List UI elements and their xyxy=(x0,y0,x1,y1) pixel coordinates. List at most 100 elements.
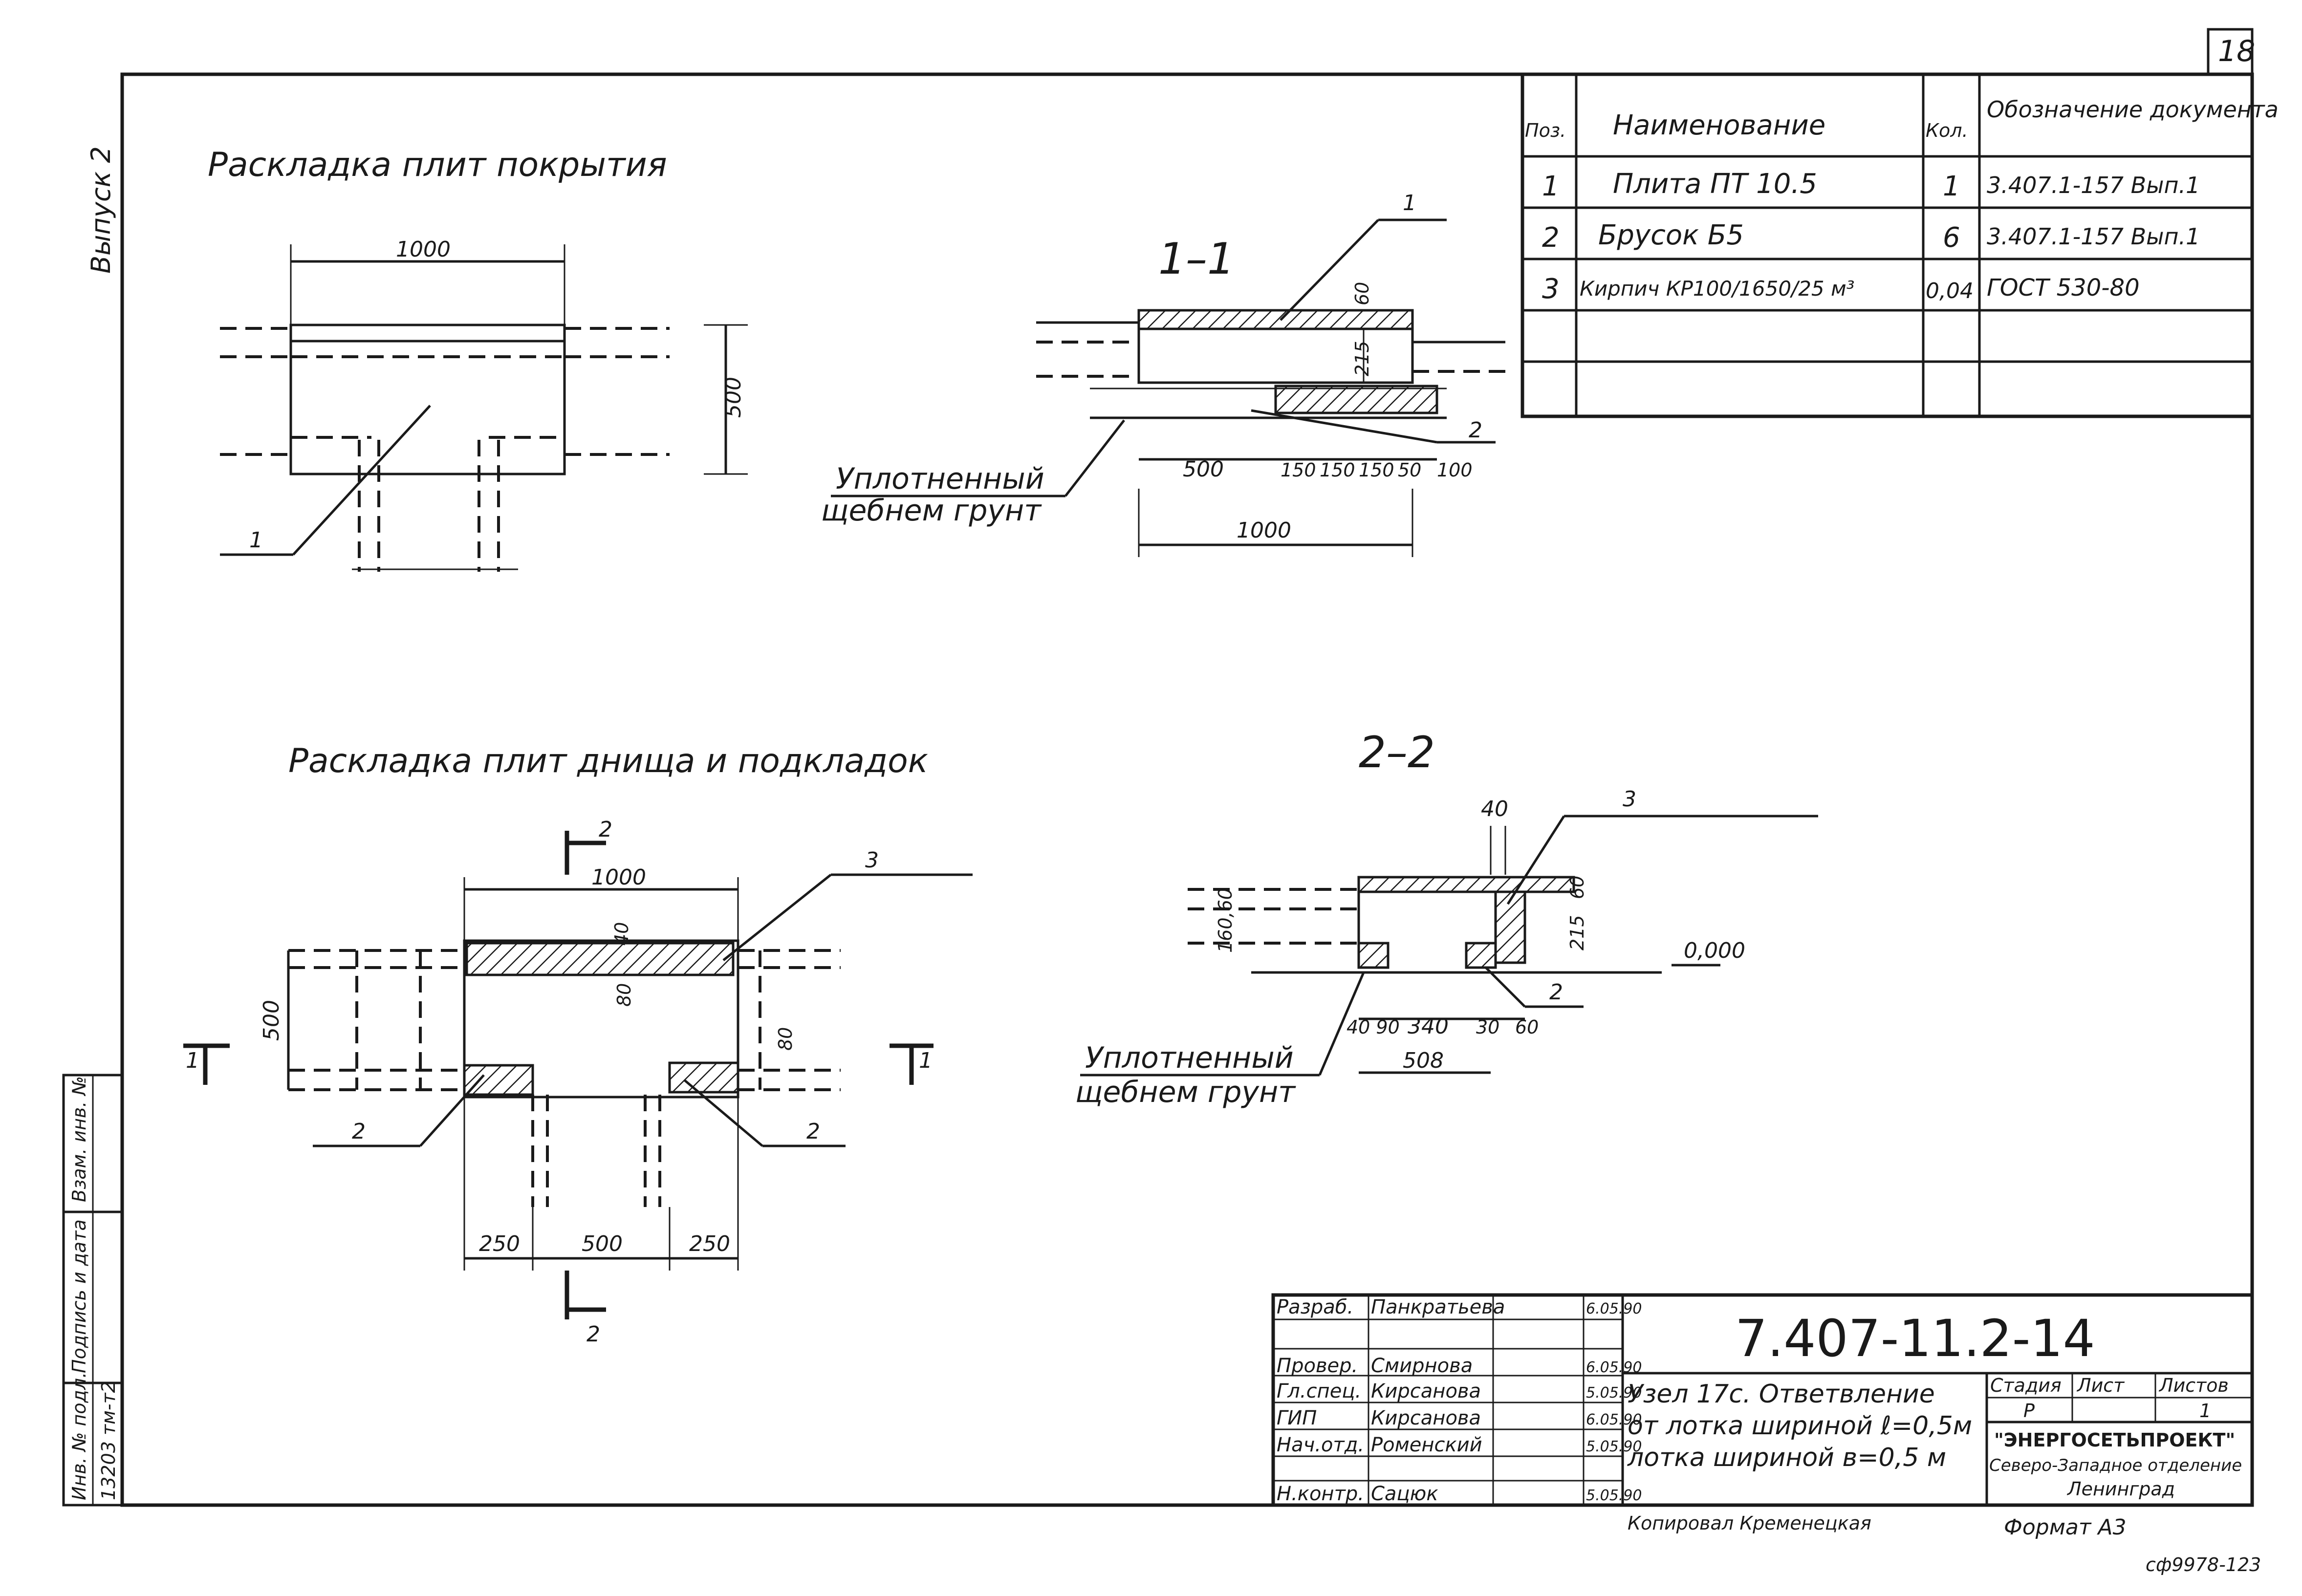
sec2-dim-340: 340 xyxy=(1408,1014,1449,1039)
bottom-section-mark-top: 2 xyxy=(599,817,612,842)
tb-name-5: Сацюк xyxy=(1371,1483,1438,1505)
spec-r2-pos: 2 xyxy=(1542,222,1560,254)
spec-r3-name: Кирпич КР100/1650/25 м³ xyxy=(1580,277,1855,301)
tb-code: 7.407-11.2-14 xyxy=(1735,1309,2095,1368)
tb-role-4: Нач.отд. xyxy=(1277,1434,1364,1456)
bottom-section-mark-right: 1 xyxy=(919,1048,933,1073)
stamp-podpis: Подпись и дата xyxy=(68,1219,90,1373)
spec-r1-pos: 1 xyxy=(1542,171,1560,202)
spec-table: Поз. Наименование Кол. Обозначение докум… xyxy=(1520,72,2279,418)
section-1-label: 1–1 xyxy=(1158,234,1235,284)
spec-header-doc: Обозначение документа xyxy=(1987,96,2279,123)
sec1-soil-line1: Уплотненный xyxy=(836,462,1044,496)
spec-r2-name: Брусок Б5 xyxy=(1598,219,1744,251)
spec-r3-qty: 0,04 xyxy=(1926,279,1974,303)
tb-name-1: Смирнова xyxy=(1371,1355,1473,1377)
spec-header-name: Наименование xyxy=(1613,109,1825,141)
sec2-dim-30: 30 xyxy=(1476,1016,1499,1038)
sec2-pos-3: 3 xyxy=(1623,787,1636,812)
tb-role-2: Гл.спец. xyxy=(1277,1380,1361,1402)
sec1-pos-1: 1 xyxy=(1403,191,1416,216)
bottom-dim-500b: 500 xyxy=(582,1231,623,1256)
sec1-dim-215: 215 xyxy=(1351,341,1373,376)
tb-name-0: Панкратьева xyxy=(1371,1296,1505,1318)
tb-stage-value: Р xyxy=(2023,1400,2035,1422)
bottom-dim-500: 500 xyxy=(259,1000,284,1041)
tb-role-1: Провер. xyxy=(1277,1355,1358,1377)
tb-title-2: от лотка шириной ℓ=0,5м xyxy=(1628,1411,1972,1441)
bottom-note: сф9978-123 xyxy=(2146,1554,2261,1575)
bottom-pos-2-right: 2 xyxy=(806,1119,820,1144)
spec-header-qty: Кол. xyxy=(1926,120,1968,141)
cover-layout-plan: 1000 500 1 xyxy=(220,237,748,572)
sec2-dim-215: 215 xyxy=(1566,915,1588,950)
sec2-dim-4090: 40 90 xyxy=(1346,1016,1400,1038)
tb-role-0: Разраб. xyxy=(1277,1296,1353,1318)
cover-layout-title: Раскладка плит покрытия xyxy=(208,146,667,184)
tb-role-5: Н.контр. xyxy=(1277,1483,1364,1505)
spec-r1-name: Плита ПТ 10.5 xyxy=(1613,168,1817,200)
bottom-dim-250b: 250 xyxy=(689,1231,730,1256)
sec2-dim-40: 40 xyxy=(1481,797,1508,821)
spec-r3-doc: ГОСТ 530-80 xyxy=(1987,274,2140,302)
tb-name-3: Кирсанова xyxy=(1371,1407,1481,1429)
bottom-dim-1000: 1000 xyxy=(591,865,646,890)
sec2-dim-508: 508 xyxy=(1403,1048,1444,1073)
left-stamp: Взам. инв. № Подпись и дата Инв. № подл.… xyxy=(62,1074,124,1507)
stamp-inv-value: 13203 тм-т2 xyxy=(98,1381,119,1500)
tb-name-4: Роменский xyxy=(1371,1434,1482,1456)
bottom-dim-80a: 80 xyxy=(613,983,635,1007)
bottom-dim-80b: 80 xyxy=(775,1027,796,1051)
tb-date-3: 6.05.90 xyxy=(1586,1411,1642,1428)
sec2-pos-2: 2 xyxy=(1549,980,1563,1005)
sec1-dim-1000: 1000 xyxy=(1237,518,1291,543)
sec2-dim-60: 60 xyxy=(1566,876,1588,899)
tb-name-2: Кирсанова xyxy=(1371,1380,1481,1402)
section-2-label: 2–2 xyxy=(1359,727,1435,777)
sec1-dim-150a: 150 xyxy=(1281,459,1316,481)
sec2-dim-60b: 60 xyxy=(1515,1016,1539,1038)
bottom-dim-250a: 250 xyxy=(479,1231,520,1256)
spec-r3-pos: 3 xyxy=(1542,273,1560,305)
sheet-format: Формат А3 xyxy=(2004,1515,2127,1540)
tb-date-0: 6.05.90 xyxy=(1586,1300,1642,1317)
sec2-soil-line2: щебнем грунт xyxy=(1075,1075,1296,1109)
tb-date-2: 5.05.90 xyxy=(1586,1384,1642,1402)
tb-stage-header: Стадия xyxy=(1990,1375,2062,1396)
spec-r2-doc: 3.407.1-157 Вып.1 xyxy=(1987,223,2200,250)
sec1-dim-500: 500 xyxy=(1183,457,1224,482)
section-1-drawing: 500 150 150 150 50 100 1000 60 215 1 2 У… xyxy=(821,191,1505,557)
tb-org-3: Ленинград xyxy=(2066,1478,2175,1500)
spec-r1-qty: 1 xyxy=(1943,171,1960,202)
stamp-inv-podl: Инв. № подл. xyxy=(68,1372,90,1500)
tb-title-3: лотка шириной в=0,5 м xyxy=(1627,1443,1946,1472)
bottom-pos-2-left: 2 xyxy=(352,1119,366,1144)
tb-date-4: 5.05.90 xyxy=(1586,1438,1642,1455)
bottom-layout-plan: 2 1000 250 500 250 xyxy=(183,817,973,1347)
bottom-layout-title: Раскладка плит днища и подкладок xyxy=(288,742,928,780)
bottom-section-mark-bottom: 2 xyxy=(586,1322,600,1347)
sec1-dim-60: 60 xyxy=(1351,282,1373,305)
sec1-pos-2: 2 xyxy=(1469,418,1482,443)
tb-date-1: 6.05.90 xyxy=(1586,1359,1642,1376)
sec1-dim-50: 50 xyxy=(1398,459,1421,481)
sec2-level-0: 0,000 xyxy=(1684,938,1745,963)
cover-dim-500: 500 xyxy=(721,377,746,418)
cover-pos-1: 1 xyxy=(249,528,263,553)
tb-role-3: ГИП xyxy=(1277,1407,1317,1429)
sec2-soil-line1: Уплотненный xyxy=(1085,1041,1294,1075)
tb-sheet-header: Лист xyxy=(2076,1375,2125,1396)
bottom-section-mark-left: 1 xyxy=(186,1048,199,1073)
tb-sheets-header: Листов xyxy=(2158,1375,2229,1396)
sec1-dim-100: 100 xyxy=(1437,459,1473,481)
spec-r1-doc: 3.407.1-157 Вып.1 xyxy=(1987,172,2200,198)
bottom-pos-3: 3 xyxy=(865,848,879,873)
sec1-soil-line2: щебнем грунт xyxy=(821,494,1042,528)
spec-header-pos: Поз. xyxy=(1525,120,1566,141)
sheet-number: 18 xyxy=(2218,34,2255,68)
tb-org-2: Северо-Западное отделение xyxy=(1989,1456,2242,1475)
spec-r2-qty: 6 xyxy=(1943,222,1960,254)
title-block: Разраб. Панкратьева 6.05.90 Провер. Смир… xyxy=(1271,1293,2254,1507)
tb-title-1: Узел 17с. Ответвление xyxy=(1628,1380,1935,1409)
